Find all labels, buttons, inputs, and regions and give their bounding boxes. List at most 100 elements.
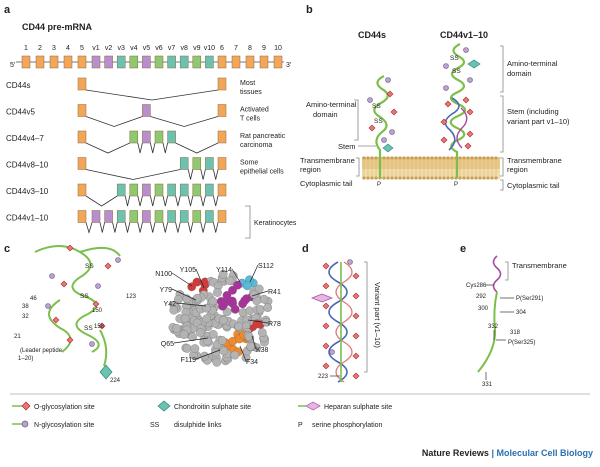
splice-junction bbox=[175, 195, 181, 207]
atom-sphere bbox=[213, 288, 222, 297]
exon-label-3: 3 bbox=[52, 45, 56, 52]
atom-sphere bbox=[263, 303, 273, 312]
exon-label-7: 7 bbox=[234, 45, 238, 52]
lipid-head bbox=[470, 156, 474, 160]
n-glycosylation-site bbox=[95, 283, 101, 289]
lipid-head bbox=[466, 176, 470, 180]
e-pser325: P(Ser325) bbox=[508, 340, 535, 346]
o-glycosylation-site bbox=[322, 362, 330, 370]
lipid-head bbox=[474, 176, 478, 180]
isoform-exon-v3 bbox=[116, 210, 126, 223]
splice-junction bbox=[187, 169, 194, 180]
residue-label-Y114: Y114 bbox=[216, 267, 232, 274]
residue-leader bbox=[173, 337, 209, 344]
lipid-head bbox=[494, 176, 498, 180]
o-glycosylation-site bbox=[466, 130, 474, 138]
n-glycosylation-site bbox=[467, 77, 473, 83]
panel-d: d Variant part (v1–10) 223 bbox=[302, 243, 382, 383]
isoform-exon-5 bbox=[77, 104, 87, 117]
exon-label-v8: v8 bbox=[180, 45, 188, 52]
lipid-head bbox=[450, 156, 454, 160]
residue-label-R41: R41 bbox=[268, 289, 281, 296]
n-glycosylation-site bbox=[367, 97, 373, 103]
c-fold-left bbox=[48, 299, 72, 353]
lipid-head bbox=[366, 176, 370, 180]
e-transmembrane-helix bbox=[492, 255, 502, 293]
lipid-head bbox=[418, 176, 422, 180]
splice-junction bbox=[85, 195, 118, 207]
lipid-head bbox=[386, 156, 390, 160]
o-glycosylation-site bbox=[352, 292, 360, 300]
b-amino-domain-left-1: Amino-terminal bbox=[306, 100, 357, 109]
d-variant-chain-blue bbox=[328, 261, 348, 383]
membrane-top bbox=[362, 157, 500, 169]
atom-sphere bbox=[234, 322, 244, 331]
isoform-exon-v9 bbox=[192, 183, 202, 197]
isoform-exon-5 bbox=[77, 210, 87, 223]
legend-ss-text: disulphide links bbox=[174, 422, 222, 429]
cd44v-header: CD44v1–10 bbox=[440, 30, 488, 40]
n-glycosylation-site bbox=[115, 257, 121, 263]
isoform-tissue-label: T cells bbox=[240, 116, 261, 123]
lipid-head bbox=[362, 176, 366, 180]
lipid-head bbox=[426, 156, 430, 160]
lipid-head bbox=[490, 176, 494, 180]
pre-mrna-exon-9 bbox=[259, 55, 269, 69]
atom-sphere bbox=[230, 304, 240, 314]
c-ss-3: SS bbox=[84, 325, 93, 332]
cd44s-header: CD44s bbox=[358, 30, 386, 40]
isoform-exon-v2 bbox=[104, 210, 113, 223]
o-glycosylation-site bbox=[352, 352, 360, 360]
lipid-head bbox=[410, 176, 414, 180]
isoform-exon-v8 bbox=[179, 157, 189, 170]
exon-label-10: 10 bbox=[274, 45, 282, 52]
b-amino-domain-left-2: domain bbox=[313, 110, 338, 119]
isoform-exon-v6 bbox=[154, 130, 164, 144]
splice-junction bbox=[85, 89, 219, 101]
e-n331: 331 bbox=[482, 382, 493, 388]
residue-number-224: 224 bbox=[110, 378, 121, 384]
isoform-exon-v6 bbox=[154, 210, 164, 223]
residue-leader bbox=[171, 272, 193, 287]
d-variant-label: Variant part (v1–10) bbox=[373, 282, 382, 348]
panel-e-letter: e bbox=[460, 243, 466, 255]
lipid-head bbox=[366, 156, 370, 160]
e-tm-bracket bbox=[505, 261, 509, 281]
exon-label-v6: v6 bbox=[155, 45, 163, 52]
credit-journal: Nature Reviews bbox=[422, 448, 492, 458]
isoform-name: CD44v5 bbox=[6, 108, 35, 117]
e-cys286: Cys286 bbox=[466, 283, 487, 289]
b-stem-right-1: Stem (including bbox=[507, 107, 559, 116]
c-fold-branch bbox=[79, 246, 121, 257]
lipid-head bbox=[398, 156, 402, 160]
exon-label-8: 8 bbox=[248, 45, 252, 52]
atom-sphere bbox=[212, 357, 222, 367]
o-glycosylation-site bbox=[322, 302, 330, 310]
residue-leader bbox=[251, 290, 269, 297]
residue-number-123: 123 bbox=[126, 294, 137, 300]
isoform-exon-v3 bbox=[116, 183, 126, 197]
atom-sphere bbox=[202, 314, 211, 324]
o-glycosylation-site bbox=[52, 316, 60, 324]
o-glycosylation-site bbox=[444, 100, 452, 108]
legend-n-glyco-icon bbox=[21, 420, 29, 428]
n-glycosylation-site bbox=[49, 273, 55, 279]
atom-sphere bbox=[246, 341, 256, 351]
pre-mrna-exons bbox=[21, 55, 283, 69]
o-glycosylation-site bbox=[466, 108, 474, 116]
lipid-head bbox=[410, 156, 414, 160]
pre-mrna-exon-3 bbox=[49, 55, 59, 69]
pre-mrna-exon-7 bbox=[231, 55, 241, 69]
n-glycosylation-site bbox=[443, 85, 449, 91]
splice-junction bbox=[85, 116, 143, 127]
isoform-exon-v5 bbox=[142, 130, 151, 144]
residue-label-K38: K38 bbox=[256, 347, 269, 354]
b-p-cd44v: P bbox=[454, 182, 458, 188]
lipid-head bbox=[390, 176, 394, 180]
atom-sphere bbox=[208, 330, 218, 339]
exon-label-v7: v7 bbox=[168, 45, 176, 52]
legend-heparan-text: Heparan sulphate site bbox=[324, 404, 392, 411]
residue-label-Y105: Y105 bbox=[180, 267, 196, 274]
